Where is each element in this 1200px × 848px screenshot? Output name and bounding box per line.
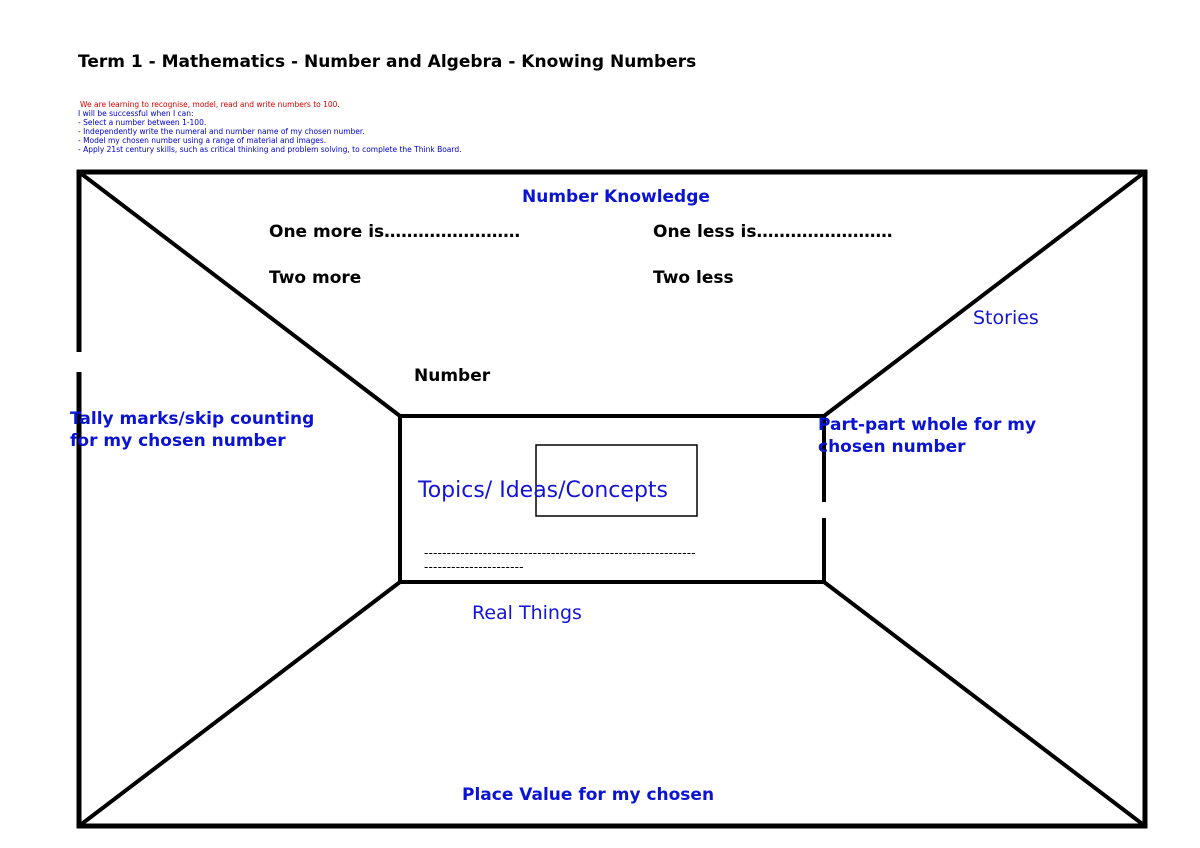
tally-marks-line: for my chosen number <box>70 431 286 451</box>
two-less-prompt: Two less <box>653 268 734 288</box>
inner-frame <box>398 414 826 584</box>
center-number-box <box>535 444 698 517</box>
number-label: Number <box>414 366 491 386</box>
dashed-line: ---------------------- <box>424 560 524 574</box>
part-part-whole-line: Part-part whole for my <box>818 415 1037 435</box>
diagonal-bottom-right <box>822 580 1147 828</box>
tally-marks-label: Tally marks/skip counting for my chosen … <box>70 408 314 452</box>
two-more-prompt: Two more <box>269 268 362 288</box>
learning-intro: We are learning to recognise, model, rea… <box>78 100 462 154</box>
frame-gap-right <box>819 502 827 518</box>
stories-label: Stories <box>973 307 1039 329</box>
success-criterion: - Independently write the numeral and nu… <box>78 127 365 136</box>
diagonal-top-left <box>77 170 402 418</box>
success-criterion: - Select a number between 1-100. <box>78 118 207 127</box>
part-part-whole-line: chosen number <box>818 437 966 457</box>
number-knowledge-heading: Number Knowledge <box>522 187 710 207</box>
outer-frame <box>76 169 1148 829</box>
diagonal-top-right <box>822 170 1147 418</box>
page-title: Term 1 - Mathematics - Number and Algebr… <box>78 52 697 72</box>
place-value-label: Place Value for my chosen <box>462 785 715 805</box>
success-criterion: - Apply 21st century skills, such as cri… <box>78 145 462 154</box>
dashed-writing-lines: ----------------------------------------… <box>424 546 696 574</box>
one-more-prompt: One more is…………………… <box>269 222 521 242</box>
frame-gap-left <box>74 352 82 372</box>
learning-intention: We are learning to recognise, model, rea… <box>80 100 340 109</box>
dashed-line: ----------------------------------------… <box>424 546 696 560</box>
diagonal-bottom-left <box>77 580 402 828</box>
part-part-whole-label: Part-part whole for my chosen number <box>818 414 1036 458</box>
topics-ideas-concepts-label: Topics/ Ideas/Concepts <box>418 478 668 503</box>
tally-marks-line: Tally marks/skip counting <box>70 409 315 429</box>
real-things-label: Real Things <box>472 602 582 624</box>
one-less-prompt: One less is…………………… <box>653 222 893 242</box>
success-criterion: - Model my chosen number using a range o… <box>78 136 327 145</box>
success-heading: I will be successful when I can: <box>78 109 194 118</box>
